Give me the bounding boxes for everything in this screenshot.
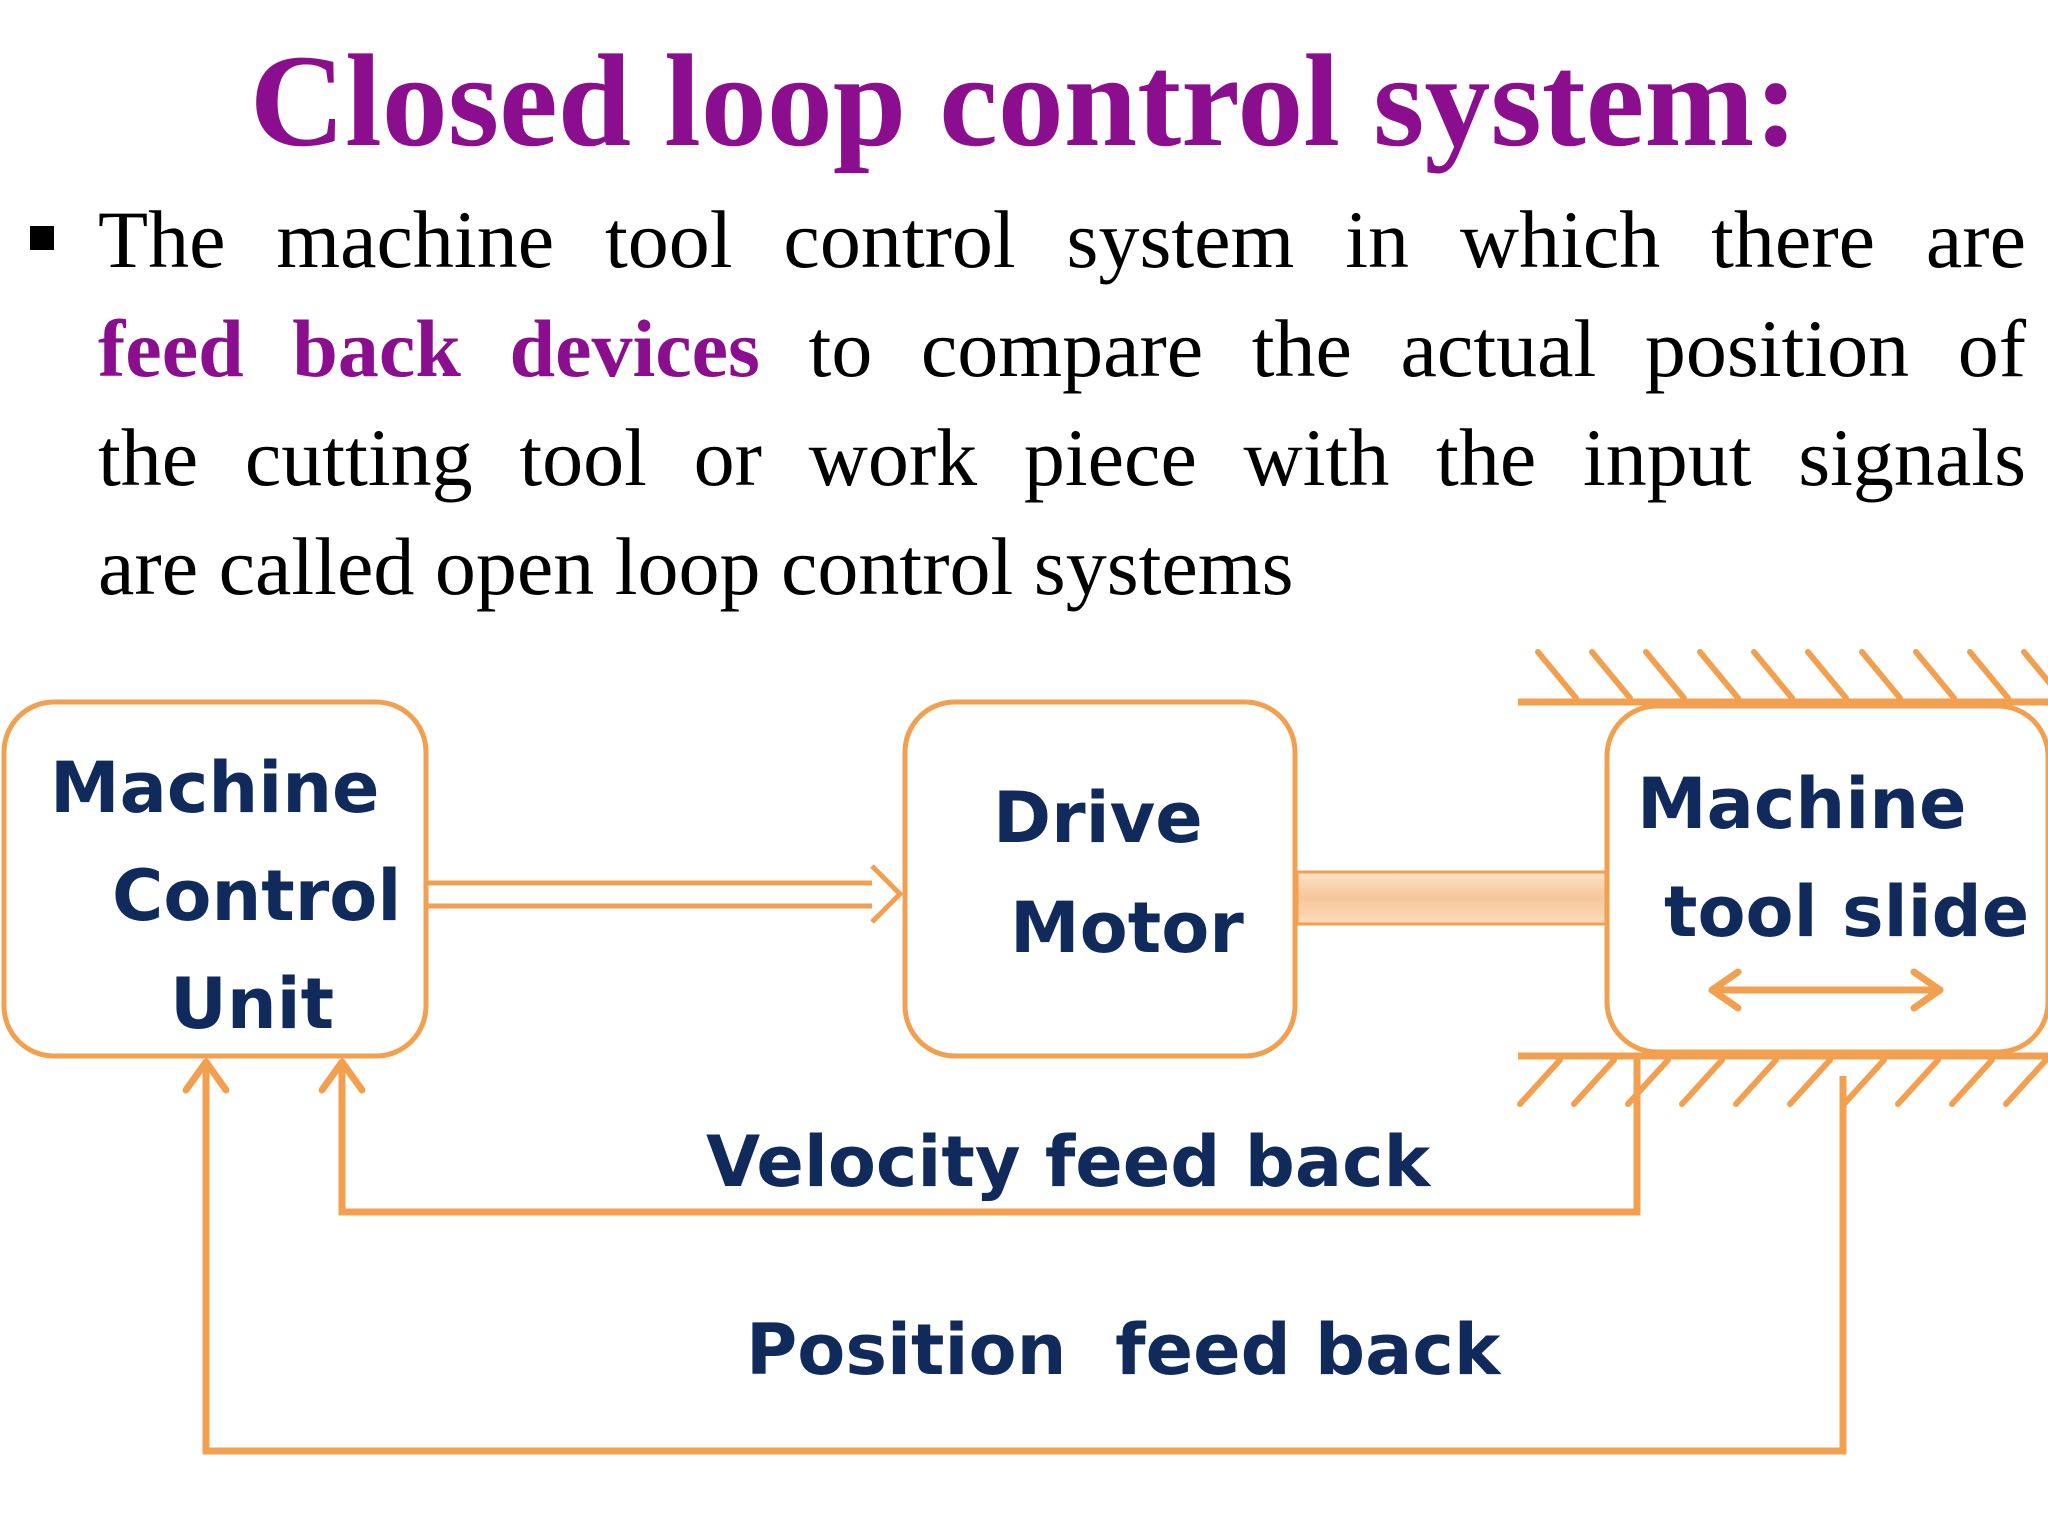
- rail-hatch-mark: [1751, 649, 1795, 701]
- rail-hatch-mark: [2003, 1057, 2048, 1107]
- mcu-label-line-2: Control: [112, 855, 401, 937]
- velocity-feedback-label: Velocity feed back: [706, 1121, 1432, 1203]
- slide-title: Closed loop control system:: [249, 27, 1799, 174]
- rail-hatch-mark: [1517, 1057, 1563, 1107]
- rail-hatch-mark: [1697, 649, 1741, 701]
- drive-label-line-2: Motor: [1010, 887, 1244, 969]
- command-signal-arrow: [428, 864, 904, 924]
- mcu-label-line-3: Unit: [170, 963, 334, 1045]
- rail-hatch-mark: [1679, 1057, 1725, 1107]
- bullet-line-2: feed back devices to compare the actual …: [98, 294, 2026, 403]
- drive-label-line-1: Drive: [993, 777, 1203, 859]
- rail-hatch-mark: [1571, 1057, 1617, 1107]
- mcu-label-line-1: Machine: [50, 747, 380, 829]
- drive-motor-block: Drive Motor: [902, 699, 1298, 1059]
- rail-hatch-mark: [1733, 1057, 1779, 1107]
- slide-label-line-1: Machine: [1637, 763, 1967, 845]
- bullet-line-2-rest: to compare the actual position of: [808, 303, 2026, 394]
- bullet-paragraph: The machine tool control system in which…: [98, 185, 2026, 621]
- bullet-marker: [30, 226, 54, 250]
- feedback-devices-highlight: feed back devices: [98, 303, 760, 394]
- rail-hatch-mark: [1643, 649, 1687, 701]
- machine-tool-slide-block: Machine tool slide: [1604, 703, 2048, 1055]
- rail-hatch-mark: [1787, 1057, 1833, 1107]
- rail-hatch-mark: [1841, 1057, 1887, 1107]
- rail-hatch-mark: [1949, 1057, 1995, 1107]
- rail-hatch-mark: [1589, 649, 1633, 701]
- rail-hatch-mark: [1805, 649, 1849, 701]
- position-feedback-path: [182, 1058, 1847, 1455]
- rail-hatch-mark: [1913, 649, 1957, 701]
- drive-shaft: [1295, 870, 1609, 926]
- bullet-line-4: are called open loop control systems: [98, 521, 1294, 612]
- rail-hatch-mark: [1895, 1057, 1941, 1107]
- slide-label-line-2: tool slide: [1664, 871, 2029, 953]
- bullet-line-3: the cutting tool or work piece with the …: [98, 412, 2026, 503]
- velocity-feedback-path: [318, 1056, 1641, 1216]
- top-guide-rail: [1518, 649, 2048, 706]
- rail-hatch-mark: [1859, 649, 1903, 701]
- bullet-line-1: The machine tool control system in which…: [98, 194, 2026, 285]
- slide-motion-arrow-icon: [1708, 968, 1944, 1012]
- rail-hatch-mark: [2021, 649, 2048, 686]
- rail-hatch-mark: [1967, 649, 2011, 701]
- position-feedback-label: Position feed back: [746, 1309, 1502, 1391]
- rail-hatch-mark: [1535, 649, 1579, 701]
- machine-control-unit-block: Machine Control Unit: [1, 699, 429, 1059]
- bottom-guide-rail: [1517, 1052, 2048, 1107]
